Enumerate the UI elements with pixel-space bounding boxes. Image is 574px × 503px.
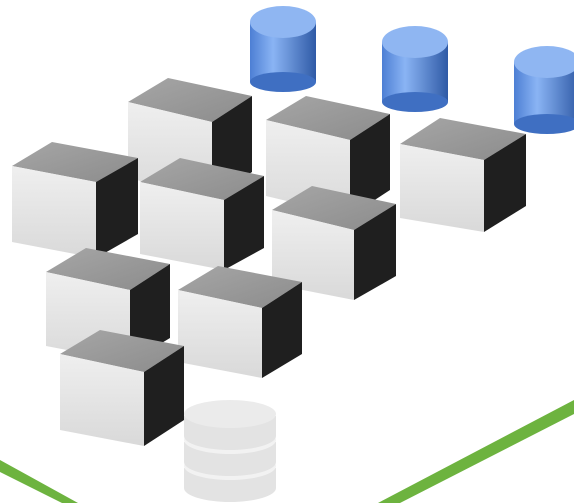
blue-cylinder-3	[514, 46, 574, 134]
cube-9	[60, 330, 184, 446]
green-lines	[0, 400, 574, 503]
cube-6	[272, 186, 396, 300]
green-line-left	[0, 460, 78, 503]
blue-cylinder-2	[382, 26, 448, 112]
cube-4	[12, 142, 138, 258]
blue-cylinder-1	[250, 6, 316, 92]
green-line-right	[378, 400, 574, 503]
cube-5	[140, 158, 264, 270]
cube-3	[400, 118, 526, 232]
ghost-database-icon	[184, 400, 276, 502]
cube-8	[178, 266, 302, 378]
cube-7	[46, 248, 170, 362]
